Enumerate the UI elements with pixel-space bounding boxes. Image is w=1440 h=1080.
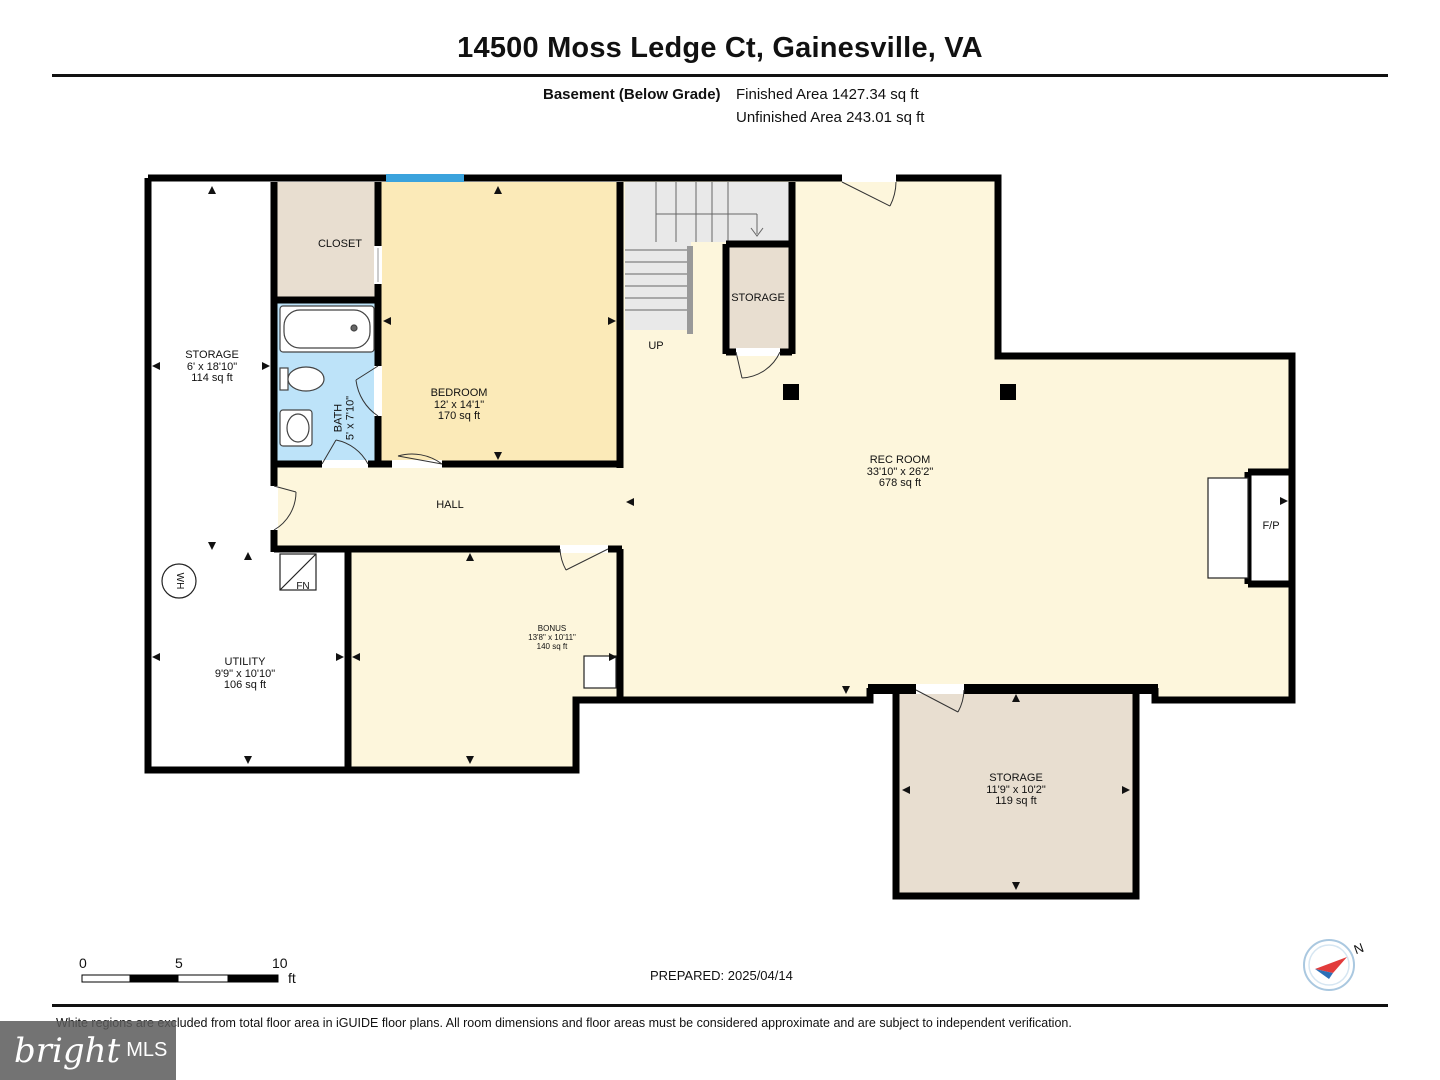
room-label-storage-bottom: STORAGE 11'9" x 10'2" 119 sq ft [986,772,1046,807]
storage-small-fill [726,246,790,352]
doors [270,174,965,713]
unfinished-area: Unfinished Area 243.01 sq ft [736,109,925,126]
stairs-up-label: UP [648,340,664,352]
room-label-bedroom: BEDROOM 12' x 14'1" 170 sq ft [430,387,488,422]
fireplace-hearth [1207,477,1249,579]
bath-fixtures [279,305,375,447]
dimension-arrows [152,186,1288,890]
room-fills [150,180,1292,896]
closet-fill [277,182,377,298]
level-label: Basement (Below Grade) [543,86,721,103]
storage-bottom-fill [896,690,1134,896]
room-label-bath: BATH 5' x 7'10" [332,395,357,441]
room-label-rec-room: REC ROOM 33'10" x 26'2" 678 sq ft [866,454,934,489]
toilet-tank [279,367,289,391]
brand-suffix: MLS [126,1039,168,1061]
walls [144,174,1296,900]
area-summary: Finished Area 1427.34 sq ft Unfinished A… [736,83,924,129]
disclaimer: White regions are excluded from total fl… [56,1016,1072,1030]
toilet-bowl [287,366,325,392]
finished-floor-fill [275,180,1292,768]
stair-rail [687,246,693,334]
furnace-label: FN [296,581,310,592]
header-rule [52,74,1388,77]
column-2 [1000,384,1016,400]
scale-bar [81,974,279,983]
fireplace-fill [1250,474,1288,582]
scale-label-10: 10 [272,955,288,971]
brand-name: bright [14,1030,121,1071]
room-label-bonus: BONUS 13'8" x 10'11" 140 sq ft [528,624,576,651]
room-label-utility: UTILITY 9'9" x 10'10" 106 sq ft [214,656,276,691]
room-label-storage-small: STORAGE [731,292,785,304]
footer-rule [52,1004,1388,1007]
bonus-cabinet [583,655,617,689]
finished-area: Finished Area 1427.34 sq ft [736,86,919,103]
scale-unit: ft [288,970,296,986]
compass: N [1303,939,1369,1000]
room-label-hall: HALL [436,499,464,511]
storage-left-fill [150,182,274,550]
scale-label-5: 5 [175,955,183,971]
stairs-fill [625,182,791,242]
brand-watermark: bright MLS [0,1021,176,1080]
utility-fixtures [161,477,1249,689]
column-1 [783,384,799,400]
room-label-closet: CLOSET [317,238,363,250]
water-heater-label: WH [173,572,185,590]
prepared-date: PREPARED: 2025/04/14 [650,968,793,983]
bedroom-window [386,174,464,182]
wall-block-bottom [868,684,1158,694]
scale-label-0: 0 [79,955,87,971]
stair-treads [625,182,764,311]
compass-icon [1303,939,1355,991]
bedroom-fill [379,182,617,462]
page-title: 14500 Moss Ledge Ct, Gainesville, VA [457,32,983,64]
room-label-storage-left: STORAGE 6' x 18'10" 114 sq ft [185,349,239,384]
water-heater [161,563,197,599]
fireplace-label: F/P [1262,520,1280,532]
